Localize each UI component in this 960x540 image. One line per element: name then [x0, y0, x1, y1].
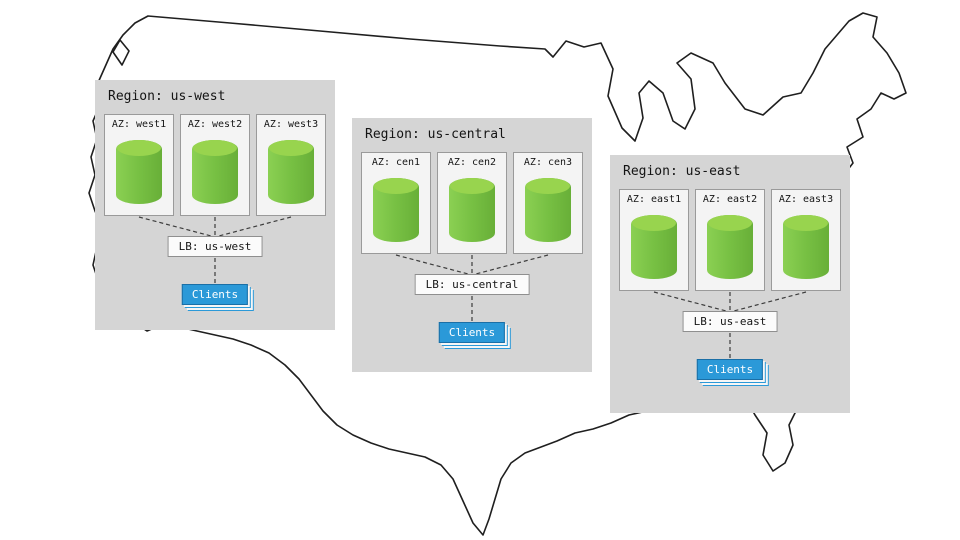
load-balancer-box: LB: us-central: [414, 274, 530, 295]
az-box: AZ: cen2: [437, 152, 507, 254]
database-cylinder-icon: [707, 215, 753, 279]
az-label: AZ: west1: [111, 119, 167, 130]
az-label: AZ: west3: [263, 119, 319, 130]
az-box: AZ: west1: [104, 114, 174, 216]
region-title: Region: us-central: [365, 127, 506, 142]
az-label: AZ: east2: [702, 194, 758, 205]
database-cylinder-icon: [525, 178, 571, 242]
az-box: AZ: west2: [180, 114, 250, 216]
database-cylinder-icon: [268, 140, 314, 204]
az-label: AZ: west2: [187, 119, 243, 130]
az-label: AZ: cen1: [371, 157, 421, 168]
region-us-west: Region: us-west AZ: west1 AZ: west2 AZ: …: [95, 80, 335, 330]
clients-box: Clients: [438, 322, 506, 343]
database-cylinder-icon: [116, 140, 162, 204]
az-row: AZ: west1 AZ: west2 AZ: west3: [104, 114, 326, 216]
clients-box: Clients: [696, 359, 764, 380]
az-label: AZ: cen2: [447, 157, 497, 168]
load-balancer-box: LB: us-west: [167, 236, 263, 257]
az-box: AZ: cen1: [361, 152, 431, 254]
az-label: AZ: cen3: [523, 157, 573, 168]
az-row: AZ: east1 AZ: east2 AZ: east3: [619, 189, 841, 291]
region-title: Region: us-east: [623, 164, 741, 179]
az-label: AZ: east1: [626, 194, 682, 205]
database-cylinder-icon: [631, 215, 677, 279]
region-us-east: Region: us-east AZ: east1 AZ: east2 AZ: …: [610, 155, 850, 413]
az-box: AZ: east2: [695, 189, 765, 291]
az-box: AZ: east1: [619, 189, 689, 291]
az-box: AZ: east3: [771, 189, 841, 291]
load-balancer-box: LB: us-east: [682, 311, 778, 332]
az-box: AZ: west3: [256, 114, 326, 216]
az-label: AZ: east3: [778, 194, 834, 205]
clients-box: Clients: [181, 284, 249, 305]
az-row: AZ: cen1 AZ: cen2 AZ: cen3: [361, 152, 583, 254]
database-cylinder-icon: [192, 140, 238, 204]
region-us-central: Region: us-central AZ: cen1 AZ: cen2 AZ:…: [352, 118, 592, 372]
database-cylinder-icon: [373, 178, 419, 242]
database-cylinder-icon: [783, 215, 829, 279]
region-title: Region: us-west: [108, 89, 226, 104]
database-cylinder-icon: [449, 178, 495, 242]
az-box: AZ: cen3: [513, 152, 583, 254]
